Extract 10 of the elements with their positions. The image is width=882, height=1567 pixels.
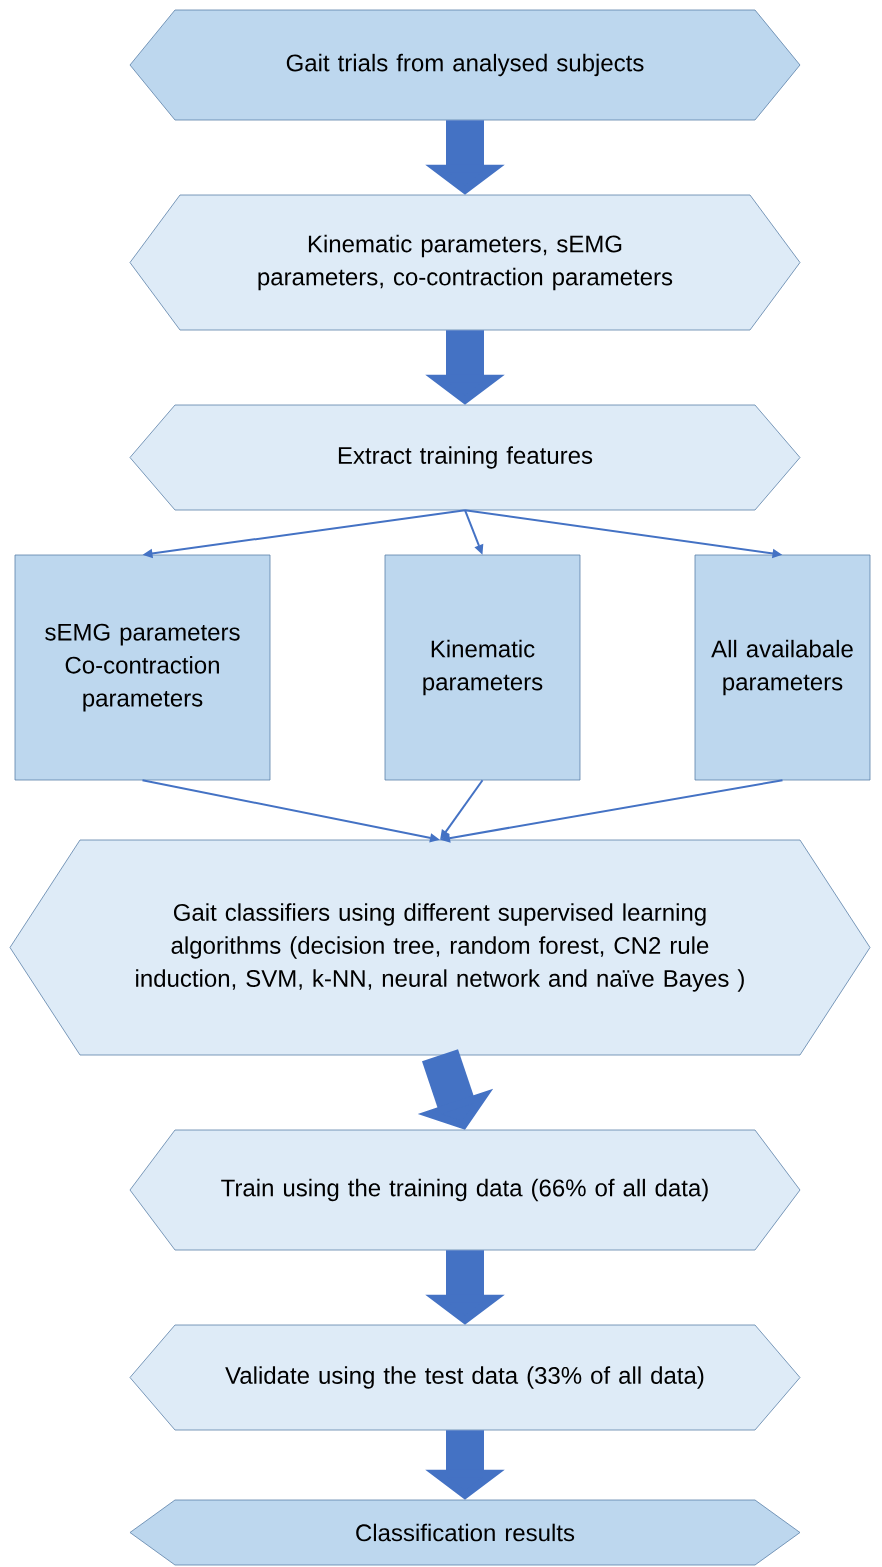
process-box: Kinematic parameters xyxy=(384,554,581,781)
hexagon-box: Classification results xyxy=(129,1499,801,1566)
process-box: All availabale parameters xyxy=(694,554,871,781)
hexagon-box: Gait classifiers using different supervised learning algorithms (decision tree, random forest, CN2 rule induction, SVM, k-NN, neural network and naïve Bayes ) xyxy=(9,839,871,1056)
hexagon-box: Train using the training data (66% of all data) xyxy=(129,1129,801,1251)
hexagon-box: Extract training features xyxy=(129,404,801,511)
hexagon-box: Kinematic parameters, sEMG parameters, co-contraction parameters xyxy=(129,194,801,331)
process-box: sEMG parameters Co-contraction parameters xyxy=(14,554,271,781)
hexagon-box: Gait trials from analysed subjects xyxy=(129,9,801,121)
hexagon-box: Validate using the test data (33% of all data) xyxy=(129,1324,801,1431)
